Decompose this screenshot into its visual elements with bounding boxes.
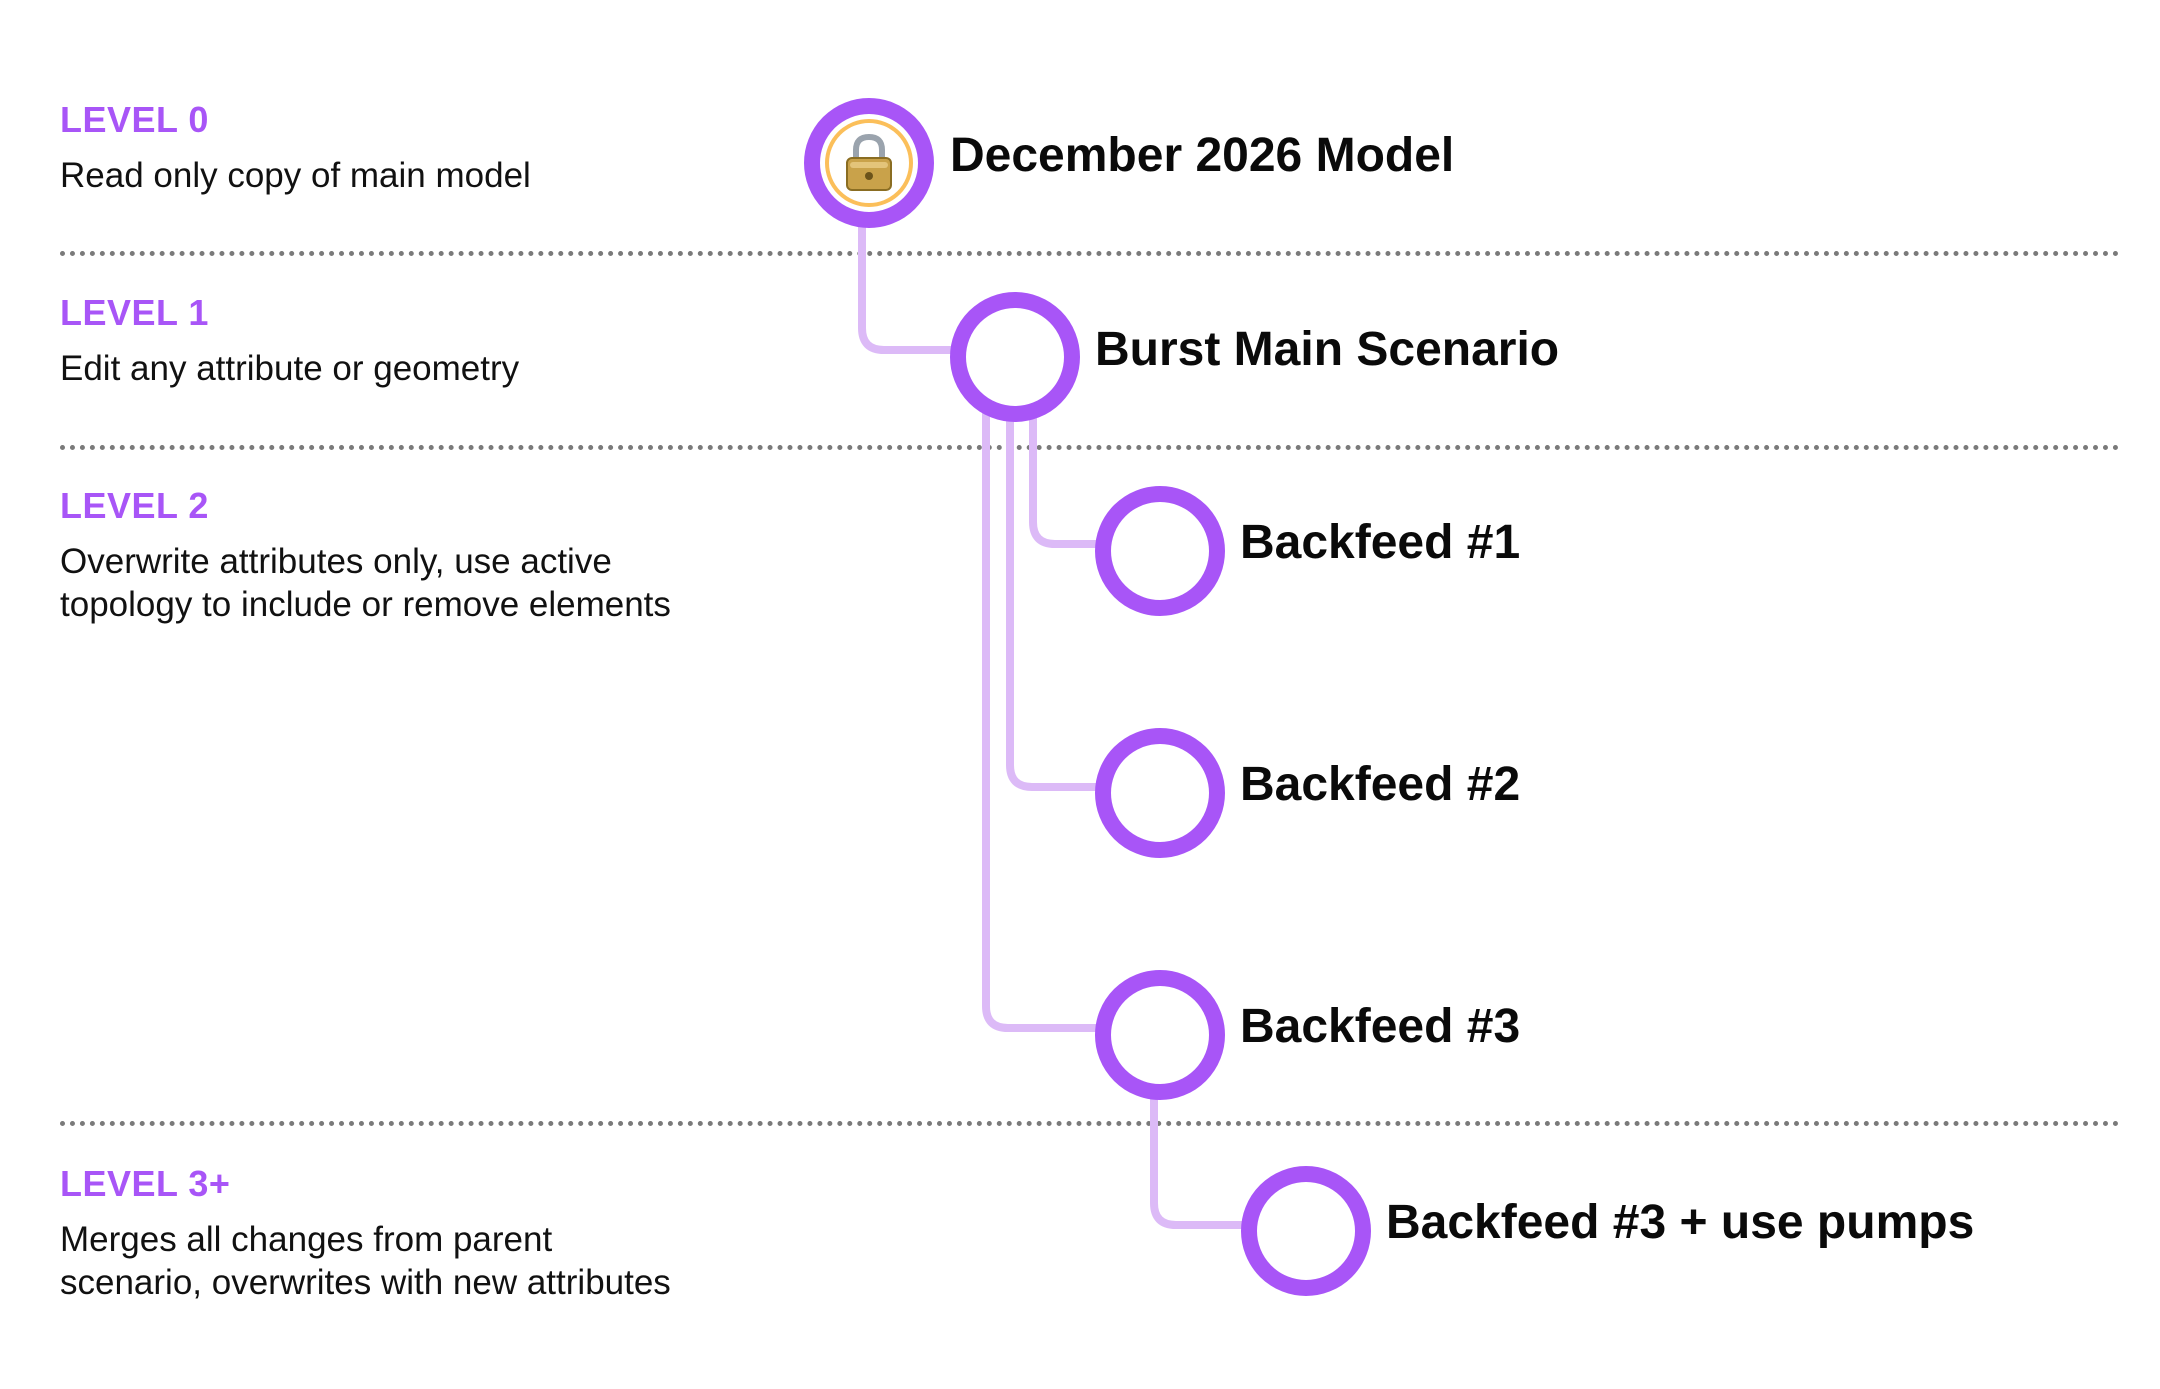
level-0-label: LEVEL 0	[60, 99, 209, 140]
node-label-backfeed-3-use-pumps: Backfeed #3 + use pumps	[1386, 1196, 1975, 1249]
node-burst-main-scenario[interactable]	[950, 292, 1080, 422]
lock-ring	[825, 119, 913, 207]
node-backfeed-3-use-pumps[interactable]	[1241, 1166, 1371, 1296]
connector-burst-to-backfeed1	[1029, 391, 1109, 548]
node-label-backfeed-1: Backfeed #1	[1240, 516, 1521, 569]
node-backfeed-2[interactable]	[1095, 728, 1225, 858]
node-backfeed-3[interactable]	[1095, 970, 1225, 1100]
level-3-label: LEVEL 3+	[60, 1163, 231, 1204]
node-label-backfeed-2: Backfeed #2	[1240, 758, 1521, 811]
level-1-block: LEVEL 1 Edit any attribute or geometry	[60, 291, 700, 390]
level-1-label: LEVEL 1	[60, 292, 209, 333]
connector-burst-to-backfeed3	[982, 391, 1109, 1032]
node-label-burst-main-scenario: Burst Main Scenario	[1095, 323, 1560, 376]
level-3-description: Merges all changes from parent scenario,…	[60, 1220, 671, 1302]
node-label-december-2026-model: December 2026 Model	[950, 129, 1455, 182]
level-2-label: LEVEL 2	[60, 485, 209, 526]
lock-icon	[846, 133, 892, 191]
level-3-block: LEVEL 3+ Merges all changes from parent …	[60, 1162, 680, 1304]
connector-level0-to-burst	[858, 206, 964, 354]
level-divider	[60, 445, 2120, 450]
level-0-description: Read only copy of main model	[60, 156, 531, 195]
node-december-2026-model[interactable]	[804, 98, 934, 228]
level-1-description: Edit any attribute or geometry	[60, 349, 520, 388]
connector-burst-to-backfeed2	[1006, 391, 1109, 791]
level-0-block: LEVEL 0 Read only copy of main model	[60, 98, 700, 197]
node-backfeed-1[interactable]	[1095, 486, 1225, 616]
level-2-description: Overwrite attributes only, use active to…	[60, 542, 671, 624]
node-label-backfeed-3: Backfeed #3	[1240, 1000, 1521, 1053]
level-divider	[60, 251, 2120, 256]
level-2-block: LEVEL 2 Overwrite attributes only, use a…	[60, 484, 720, 626]
connector-backfeed3-to-pumps	[1150, 1076, 1254, 1229]
level-divider	[60, 1121, 2120, 1126]
